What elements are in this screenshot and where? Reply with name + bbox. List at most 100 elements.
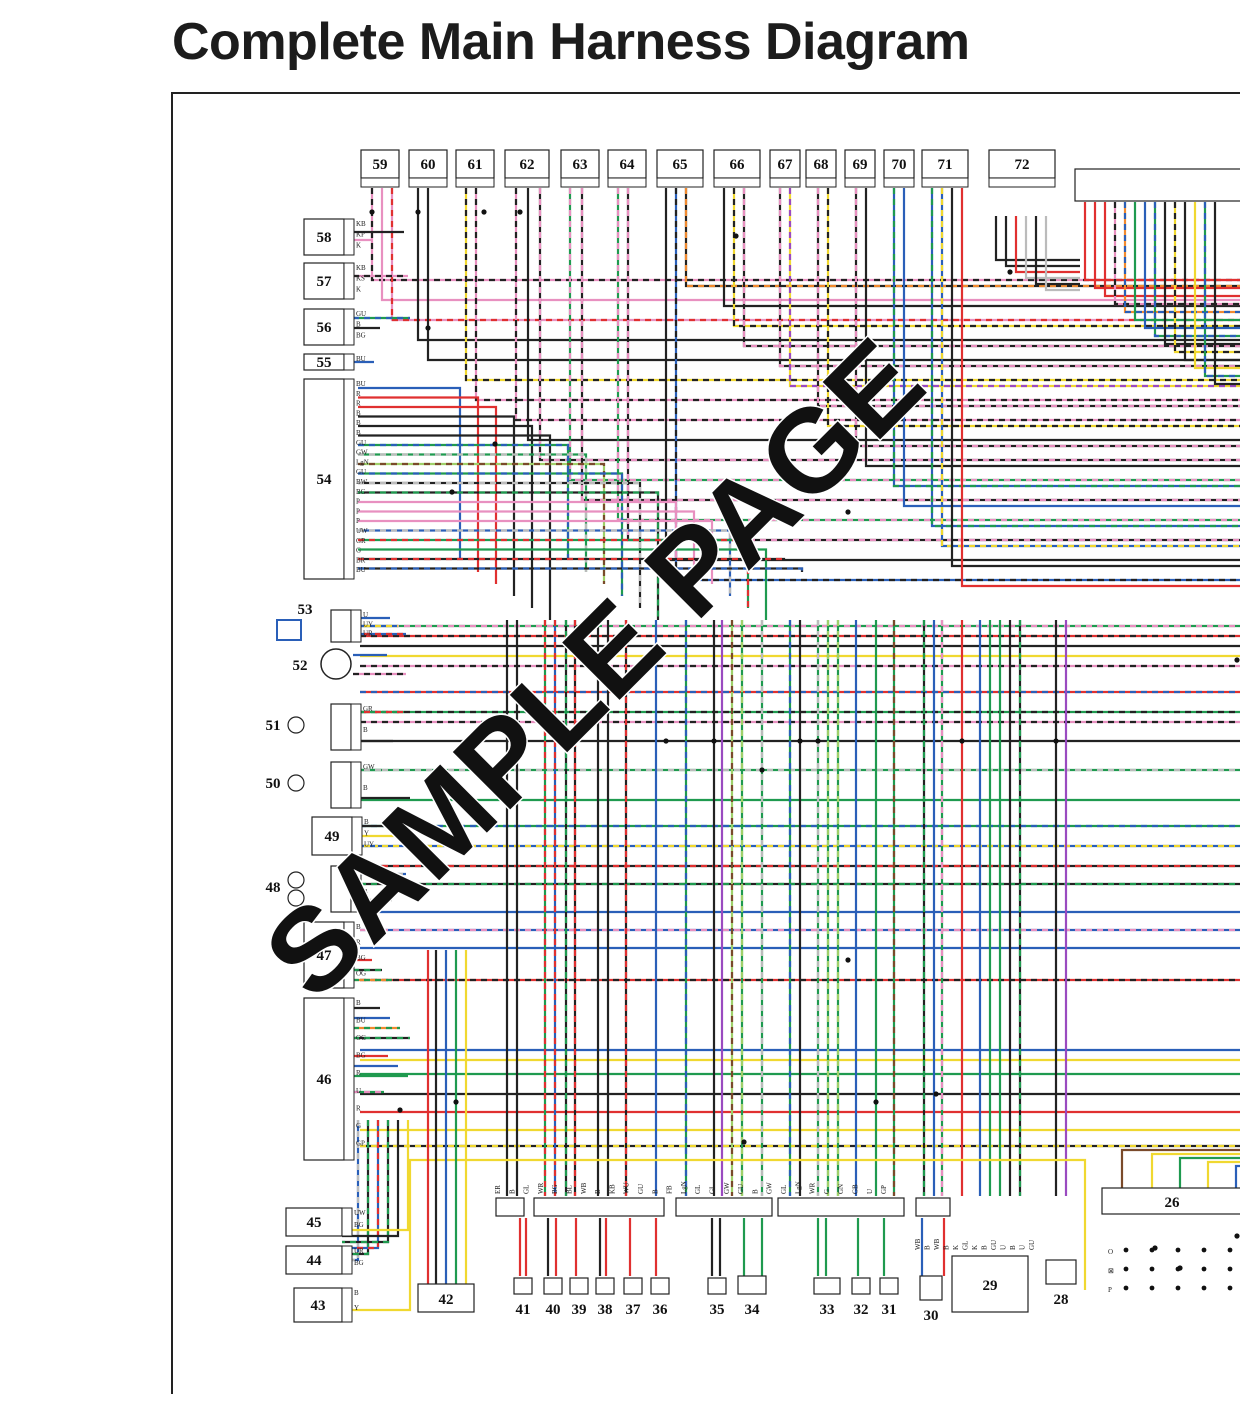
connector-number: 32 <box>854 1302 869 1318</box>
connector-pin-strip <box>769 177 801 188</box>
connector-body <box>330 609 352 643</box>
splice-point <box>663 738 669 744</box>
pin-label: BG <box>354 1221 364 1229</box>
harness-wire-tracer <box>826 188 1240 428</box>
ecu-wire-tracer <box>1173 202 1240 354</box>
ecu-wire <box>1163 202 1240 346</box>
cdi-wire <box>1014 216 1080 274</box>
yellow-loop-wire <box>342 1158 1087 1312</box>
ecu-wire <box>1193 202 1240 370</box>
pin-label: BG <box>356 1052 366 1060</box>
connector-34: 34 <box>737 1275 767 1318</box>
connector-71: 71 <box>921 149 969 179</box>
pin-label: B <box>356 321 361 329</box>
splice-point <box>733 233 739 239</box>
connector-pin-strip <box>921 177 969 188</box>
connector-pin-strip <box>360 177 400 188</box>
page-title: Complete Main Harness Diagram <box>172 13 970 71</box>
connector-body <box>1045 1259 1077 1285</box>
connector-62: 62 <box>504 149 550 179</box>
pin-label: GU <box>1028 1240 1036 1250</box>
connector-: UWB <box>330 865 375 913</box>
splice-point <box>415 209 421 215</box>
harness-header-strip <box>777 1197 905 1217</box>
harness-wire <box>674 188 1240 582</box>
splice-point <box>873 1099 879 1105</box>
switch-contact <box>1123 1266 1129 1272</box>
harness-wire-tracer <box>930 188 1240 528</box>
pin-label: B <box>981 1245 989 1250</box>
switch-contact <box>1175 1285 1181 1291</box>
c54-wire <box>358 557 786 561</box>
connector-pin-strip <box>343 353 355 371</box>
pin-label: GW <box>766 1182 774 1194</box>
connector-body <box>543 1277 563 1295</box>
c54-wire-tracer <box>358 481 642 608</box>
lower-left-wire-tracer <box>342 1120 360 1262</box>
pin-label: B <box>651 1189 659 1194</box>
connector-: GRB <box>330 703 373 751</box>
connector-pin-strip <box>343 262 355 300</box>
splice-point <box>815 738 821 744</box>
pin-label: BR <box>356 556 366 564</box>
cdi-wire <box>1044 216 1080 292</box>
connector-body <box>303 308 345 346</box>
pin-label: R <box>356 400 361 408</box>
pin-label: B <box>356 999 361 1007</box>
connector-pin-strip <box>560 177 600 188</box>
connector-body <box>707 1277 727 1295</box>
connector-number: 54 <box>317 472 333 488</box>
c54-wire <box>358 396 480 572</box>
pin-label: B <box>1009 1245 1017 1250</box>
connector-pin-strip <box>713 177 761 188</box>
connector-42: 42 <box>417 1283 475 1313</box>
switch-position-symbol: ⊠ <box>1108 1267 1114 1275</box>
switch-contact <box>1227 1247 1233 1253</box>
switch-contact <box>1123 1285 1129 1291</box>
pin-label: U <box>363 611 368 619</box>
connector-pin-strip <box>656 177 704 188</box>
connector-number: 36 <box>653 1302 669 1318</box>
connector-body <box>623 1277 643 1295</box>
connector-pin-strip <box>341 1245 353 1275</box>
connector-68: 68 <box>805 149 837 179</box>
pin-label: G <box>356 1122 361 1130</box>
connector-number: 59 <box>373 157 388 173</box>
c54-wire-tracer <box>358 491 660 620</box>
harness-wire-tracer <box>464 188 1240 382</box>
harness-wire <box>722 188 1240 308</box>
pin-label: UW <box>356 527 368 535</box>
connector-number: 61 <box>468 157 483 173</box>
connector-69: 69 <box>844 149 876 179</box>
connector-63: 63 <box>560 149 600 179</box>
connector-body <box>844 149 876 179</box>
pin-label: GL <box>780 1185 788 1194</box>
connector-60: 60 <box>408 149 448 179</box>
connector-body <box>285 1245 343 1275</box>
connector-body <box>330 703 352 751</box>
cdi-wire <box>1004 216 1080 268</box>
connector-body <box>417 1283 475 1313</box>
harness-wire-tracer <box>580 188 1240 502</box>
connector-body <box>1101 1187 1240 1215</box>
connector-body <box>303 262 345 300</box>
pin-label: BW <box>356 478 368 486</box>
harness-wire-tracer <box>732 188 1240 328</box>
pin-label: Y <box>364 829 369 837</box>
connector-body <box>455 149 495 179</box>
ecu-wire <box>1093 202 1240 290</box>
cdi-wire <box>1034 216 1080 286</box>
connector-number: 68 <box>814 157 829 173</box>
connector-body <box>921 149 969 179</box>
connector-body <box>311 816 353 856</box>
pin-label: BG <box>356 331 366 339</box>
c26-wire <box>1234 1164 1240 1188</box>
connector-number: 41 <box>516 1302 531 1318</box>
lamp-50-icon <box>287 774 305 792</box>
connector-pin-strip <box>350 865 362 913</box>
splice-point <box>397 1107 403 1113</box>
